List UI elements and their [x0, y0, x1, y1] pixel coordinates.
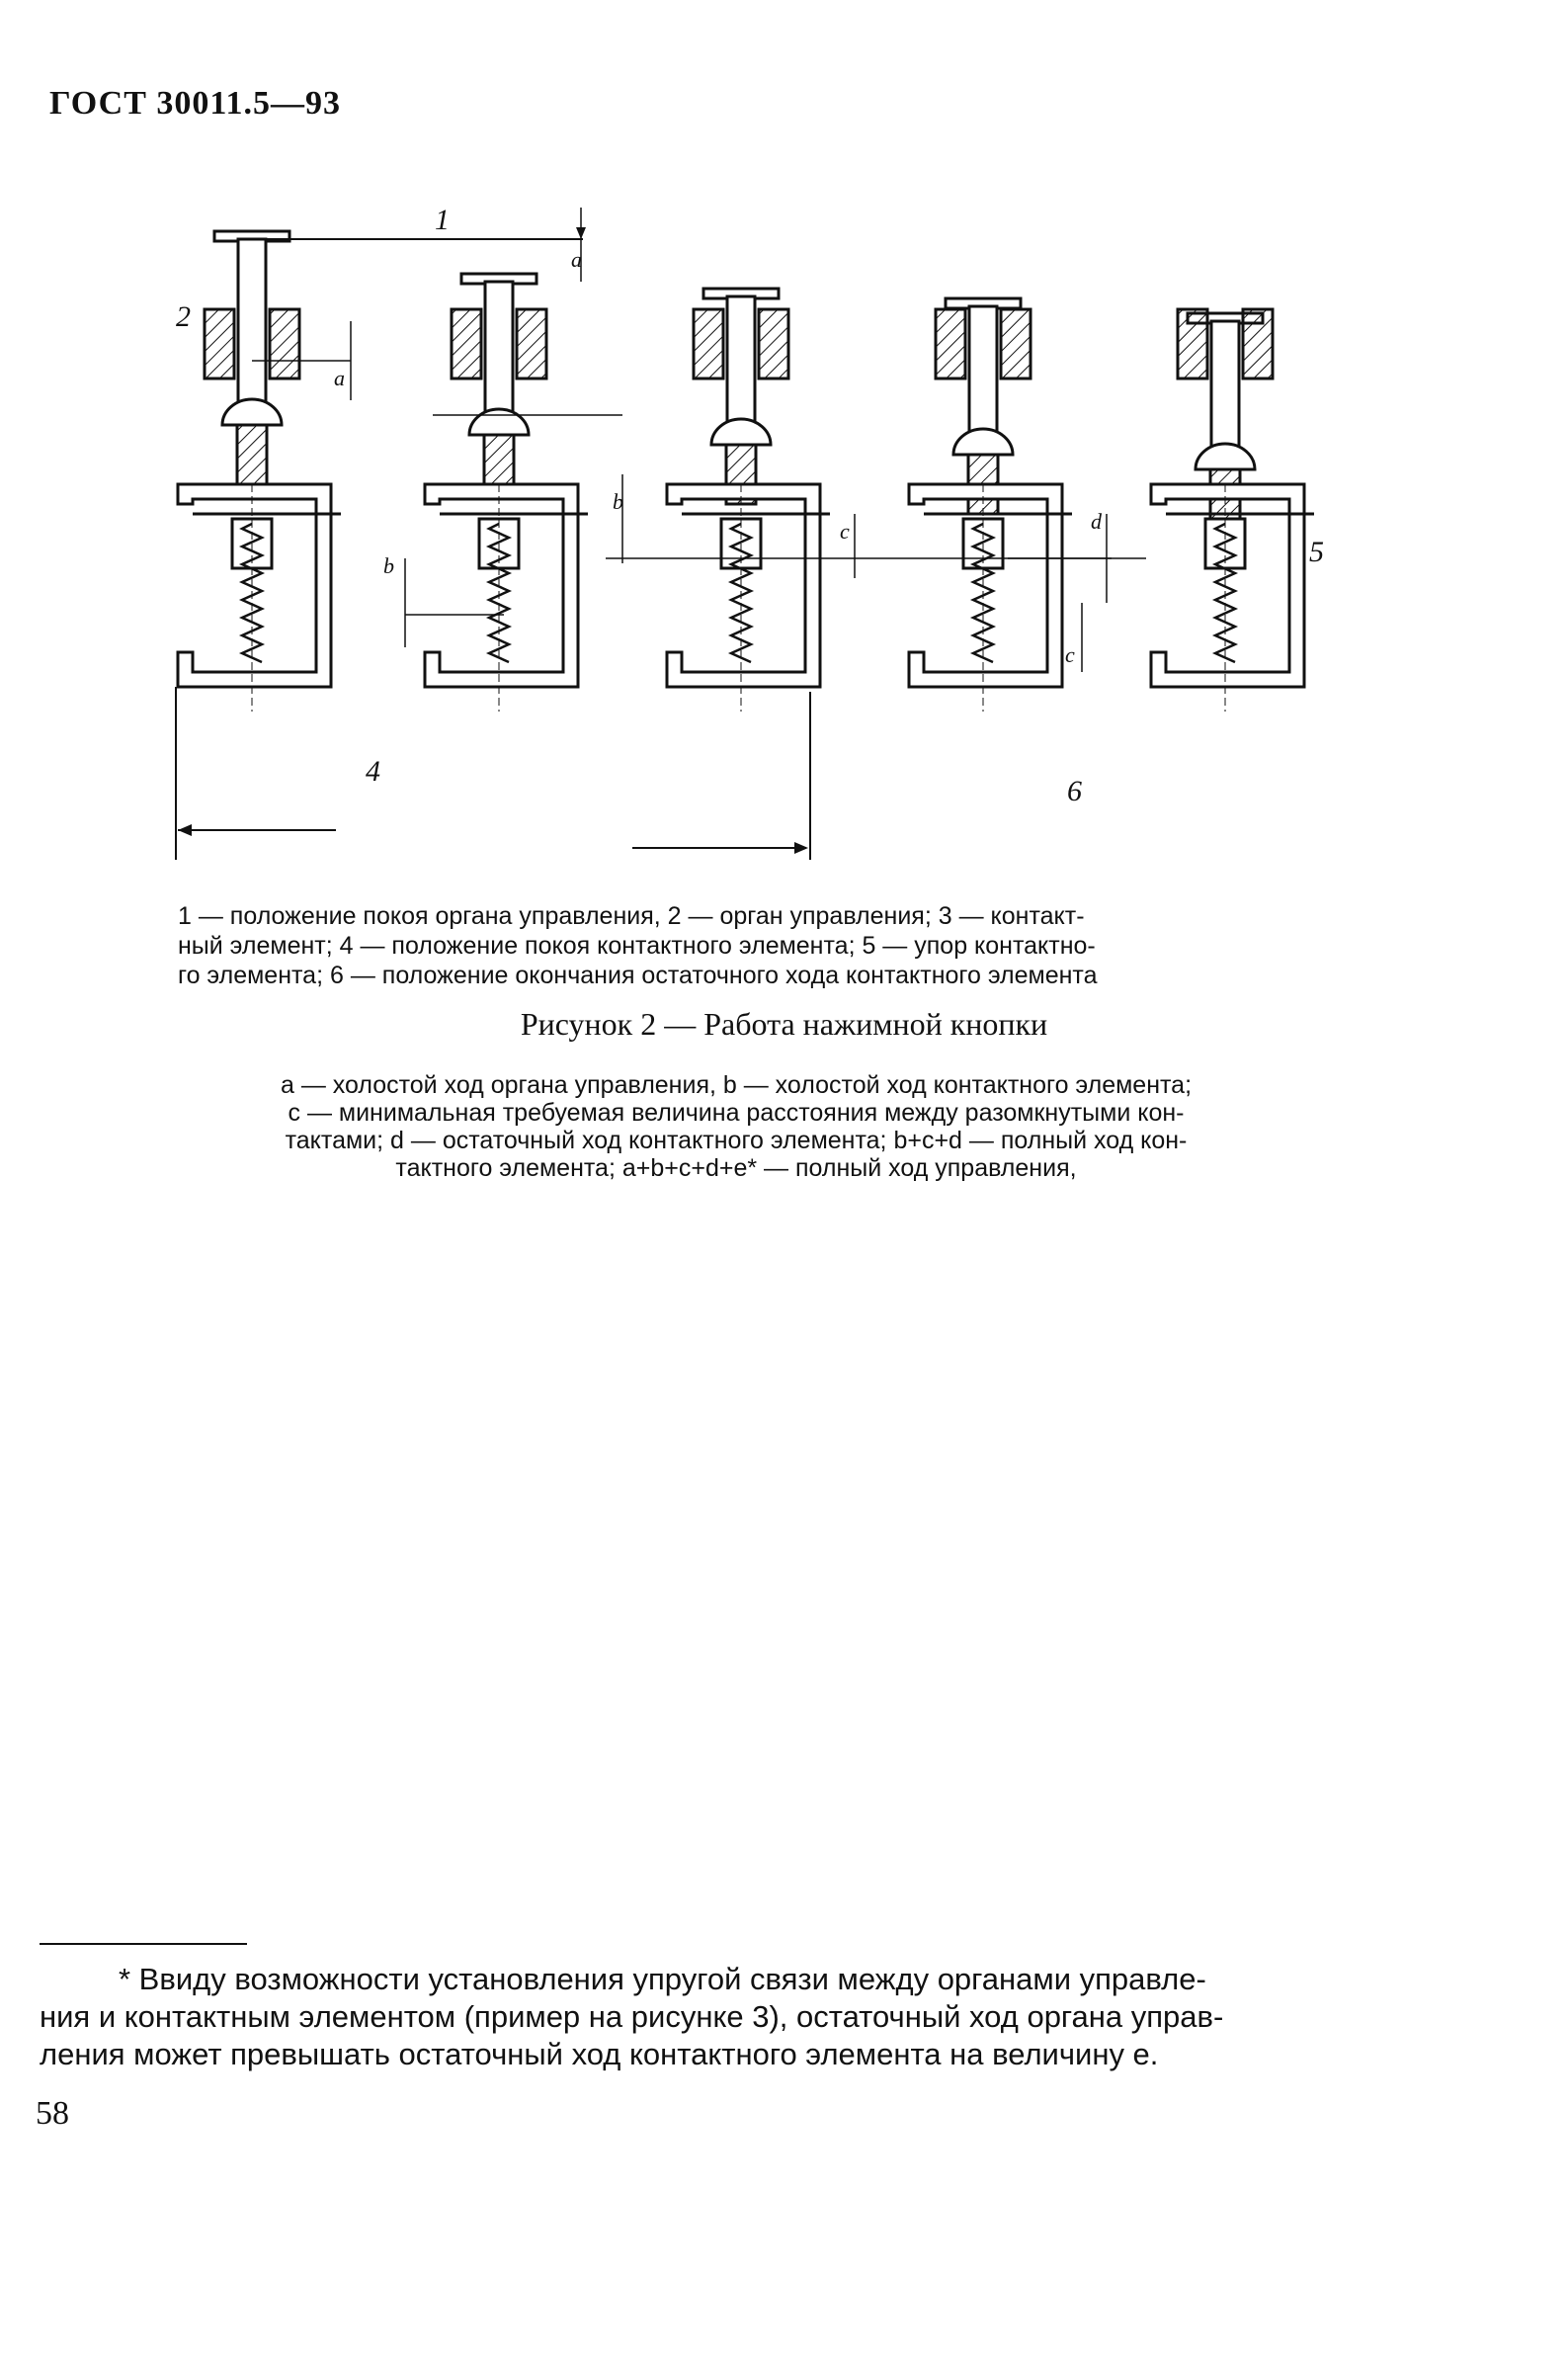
guide-block-right: [1241, 307, 1275, 380]
guide-block-left: [1176, 307, 1209, 380]
return-spring: [1211, 522, 1239, 664]
symbol-definitions: a — холостой ход органа управления, b — …: [173, 1071, 1299, 1182]
label-a-top: a: [571, 247, 582, 272]
plunger-stem: [967, 304, 999, 447]
arrow-head-right: [794, 842, 808, 854]
push-button-diagram: 1 2 3 4 5 6 a a b b c c d: [158, 188, 1344, 880]
arrow-head-left: [178, 824, 192, 836]
guide-block-left: [450, 307, 483, 380]
return-spring: [969, 522, 997, 664]
plunger-stem: [725, 295, 757, 437]
footnote-separator: [40, 1943, 247, 1945]
contact-housing: [1149, 482, 1306, 689]
figure-legend: 1 — положение покоя органа управления, 2…: [178, 901, 1304, 990]
label-5: 5: [1309, 536, 1324, 568]
contact-plunger: [235, 423, 269, 486]
legend-line: ный элемент; 4 — положение покоя контакт…: [178, 932, 1096, 960]
contact-housing: [423, 482, 580, 689]
label-b: b: [613, 489, 623, 514]
label-c: c: [840, 519, 850, 544]
contact-housing: [176, 482, 333, 689]
guide-block-right: [268, 307, 301, 380]
label-2: 2: [176, 300, 191, 333]
plunger-stem: [1209, 319, 1241, 462]
guide-block-left: [203, 307, 236, 380]
legend-line: го элемента; 6 — положение окончания ост…: [178, 962, 1098, 989]
contact-dome: [1194, 442, 1257, 471]
contact-dome: [709, 417, 773, 447]
footnote-line: * Ввиду возможности установления упругой…: [119, 1962, 1206, 1996]
return-spring: [238, 522, 266, 664]
document-header: ГОСТ 30011.5—93: [49, 85, 342, 122]
definition-line: c — минимальная требуемая величина расст…: [288, 1099, 1185, 1127]
label-1: 1: [435, 204, 450, 236]
return-spring: [727, 522, 755, 664]
label-c-lower: c: [1065, 642, 1075, 667]
guide-block-left: [692, 307, 725, 380]
label-a: a: [334, 366, 345, 390]
contact-dome: [467, 407, 531, 437]
definition-line: тактами; d — остаточный ход контактного …: [285, 1127, 1188, 1154]
footnote-line: ния и контактным элементом (пример на ри…: [40, 1999, 1224, 2034]
return-spring: [485, 522, 513, 664]
label-d: d: [1091, 509, 1103, 534]
guide-block-right: [757, 307, 790, 380]
footnote-line: ления может превышать остаточный ход кон…: [40, 2037, 1159, 2071]
push-button-drawing: 1 2 3 4 5 6 a a b b c c d: [175, 204, 1324, 860]
guide-block-right: [515, 307, 548, 380]
plunger-stem: [236, 237, 268, 417]
footnote: * Ввиду возможности установления упругой…: [40, 1961, 1423, 2073]
label-4: 4: [366, 755, 380, 788]
definition-line: a — холостой ход органа управления, b — …: [280, 1071, 1193, 1099]
label-6: 6: [1067, 775, 1082, 807]
contact-housing: [665, 482, 822, 689]
guide-block-left: [934, 307, 967, 380]
contact-dome: [951, 427, 1015, 457]
page-number: 58: [36, 2095, 69, 2132]
label-b-left: b: [383, 553, 394, 578]
definition-line: тактного элемента; a+b+c+d+e* — полный х…: [395, 1154, 1077, 1182]
contact-dome: [220, 397, 284, 427]
figure-caption: Рисунок 2 — Работа нажимной кнопки: [520, 1006, 1048, 1042]
contact-housing: [907, 482, 1064, 689]
legend-line: 1 — положение покоя органа управления, 2…: [178, 902, 1085, 930]
plunger-stem: [483, 280, 515, 427]
guide-block-right: [999, 307, 1032, 380]
